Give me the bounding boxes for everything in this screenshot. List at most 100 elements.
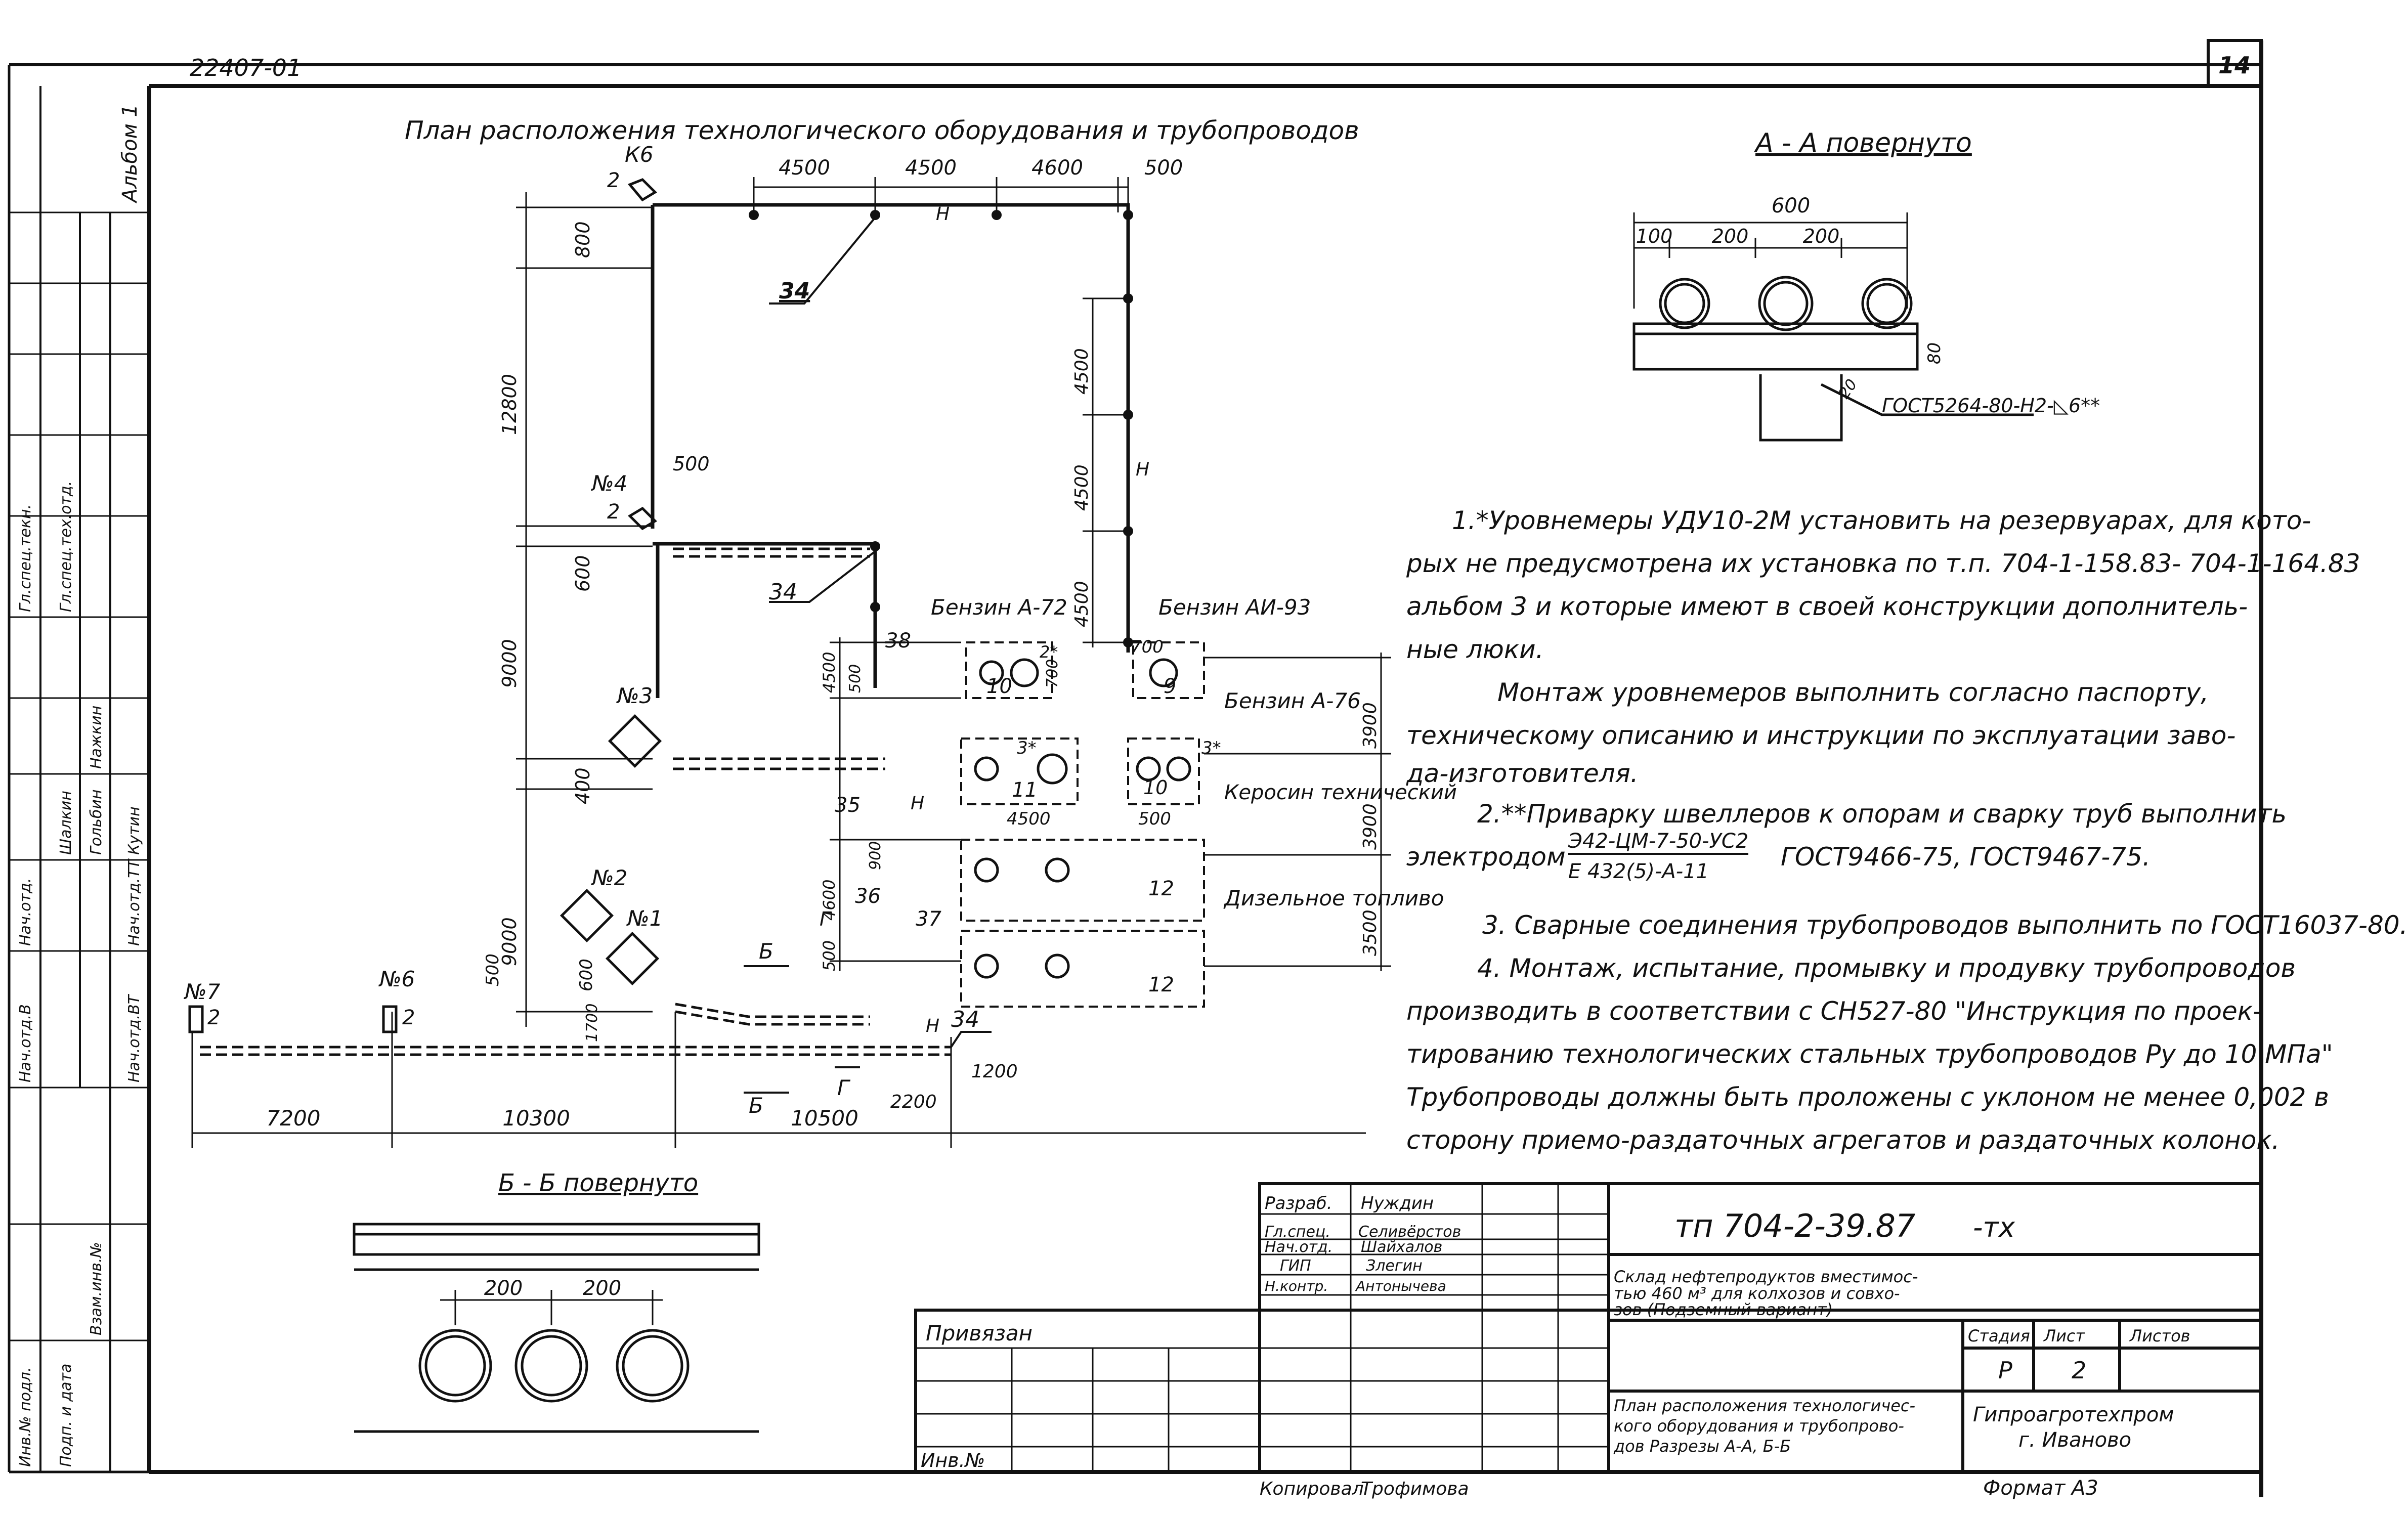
bottom-dimension-chain xyxy=(191,1012,1366,1148)
dim-500-left: 500 xyxy=(846,664,864,693)
note2-gost: ГОСТ9466-75, ГОСТ9467-75. xyxy=(1781,842,2151,872)
section-mark-b2: Б xyxy=(749,1093,763,1118)
dim-3900-2: 3900 xyxy=(1360,803,1381,850)
stamp-cell-9: Шалкин xyxy=(57,791,75,855)
tb-sheet-3: дов Разрезы А-А, Б-Б xyxy=(1613,1437,1791,1456)
pipe-marker-h3: Н xyxy=(911,793,924,814)
section-mark-g2: Г xyxy=(820,908,832,930)
dim-left-6: 9000 xyxy=(498,917,521,966)
note1-line4: ные люки. xyxy=(1406,635,1544,664)
dim-left-2: 12800 xyxy=(498,374,521,435)
tb-name-2: Селивёрстов xyxy=(1358,1223,1461,1241)
stamp-vzam-inv: Взам.инв.№ xyxy=(88,1242,105,1335)
tb-format: Формат А3 xyxy=(1983,1477,2098,1500)
tb-copied-by: Трофимова xyxy=(1361,1479,1469,1499)
stamp-cell-3: Нач.отд.В xyxy=(17,1004,34,1082)
note4-line2: производить в соответствии с СН527-80 "И… xyxy=(1406,996,2262,1026)
well-n6: №6 xyxy=(378,967,415,991)
well-n2: №2 xyxy=(591,865,627,890)
stamp-cell-5: Гл.спец.текн. xyxy=(17,504,34,612)
stamp-cell-8: Гольбин xyxy=(88,789,105,855)
note1-line6: техническому описанию и инструкции по эк… xyxy=(1406,721,2236,750)
tanks xyxy=(960,641,1205,1008)
tb-project-1: Склад нефтепродуктов вместимос- xyxy=(1614,1267,1918,1286)
tb-project-3: зов (Подземный вариант) xyxy=(1614,1300,1833,1319)
tb-list-v: 2 xyxy=(2072,1357,2086,1384)
tank-mark-3star-a: 3* xyxy=(1017,738,1037,758)
tb-privyazan: Привязан xyxy=(926,1321,1033,1346)
tb-stage-h: Стадия xyxy=(1968,1326,2030,1346)
well-n4: №4 xyxy=(591,471,627,496)
tb-stage-v: Р xyxy=(1998,1357,2012,1384)
dim-left-1: 800 xyxy=(572,221,594,258)
tank-num-a76: 11 xyxy=(1012,778,1038,802)
tank-num-kerosin: 10 xyxy=(1143,776,1168,799)
note1-line3: альбом 3 и которые имеют в своей констру… xyxy=(1406,592,2248,621)
note2-electrode: электродом xyxy=(1406,842,1566,872)
well-mark-3: 2 xyxy=(207,1006,220,1029)
dim-bottom-3: 10500 xyxy=(791,1106,858,1131)
note4-line3: тированию технологических стальных трубо… xyxy=(1406,1039,2333,1069)
plan-view: План расположения технологического обору… xyxy=(184,116,1457,1148)
note1-line1: 1.*Уровнемеры УДУ10-2М установить на рез… xyxy=(1452,506,2311,535)
tank-label-ai93: Бензин АИ-93 xyxy=(1158,595,1311,620)
tank-mark-3star-b: 3* xyxy=(1201,738,1221,758)
left-dimension-chain xyxy=(516,192,653,1027)
dim-top-2: 4500 xyxy=(905,156,957,180)
dim-top-3: 4600 xyxy=(1031,156,1083,180)
stamp-cell-6: Гл.спец.тех.отд. xyxy=(57,481,75,612)
side-stamp: Альбом 1 Нач.отд.ВТ Нач.отд.ТТ Нач.отд.В… xyxy=(9,86,149,1472)
aa-dim-100: 100 xyxy=(1636,225,1673,247)
drawing-sheet: 14 22407-01 Альбом 1 Нач.отд.ВТ Нач.отд.… xyxy=(8,39,2263,1500)
dim-4600: 4600 xyxy=(820,880,839,921)
dim-900: 900 xyxy=(867,841,884,870)
dim-bottom-1: 7200 xyxy=(267,1106,321,1131)
note4-line5: сторону приемо-раздаточных агрегатов и р… xyxy=(1406,1125,2280,1155)
dim-2200: 2200 xyxy=(890,1092,937,1112)
aa-dim-200b: 200 xyxy=(1803,225,1840,247)
tb-sheet-1: План расположения технологичес- xyxy=(1614,1396,1915,1415)
tb-name-4: Злегин xyxy=(1366,1257,1423,1275)
tb-inv-no: Инв.№ xyxy=(921,1449,985,1471)
aa-dim-80: 80 xyxy=(1924,342,1945,364)
doc-number: тп 704-2-39.87 xyxy=(1674,1207,1915,1244)
well-mark-4: 2 xyxy=(402,1006,415,1029)
note4-line4: Трубопроводы должны быть проложены с укл… xyxy=(1406,1082,2329,1112)
well-n7: №7 xyxy=(184,979,221,1004)
tb-name-1: Нуждин xyxy=(1361,1193,1434,1213)
dim-1700: 1700 xyxy=(583,1004,601,1042)
note3: 3. Сварные соединения трубопроводов выпо… xyxy=(1482,910,2408,940)
well-mark-2: 2 xyxy=(607,500,620,524)
tb-org-1: Гипроагротехпром xyxy=(1973,1403,2174,1426)
callout-34-mid: 34 xyxy=(769,579,797,605)
tb-name-3: Шайхалов xyxy=(1361,1238,1442,1256)
dim-500-side: 500 xyxy=(483,953,503,986)
stamp-cell-7: Кутин xyxy=(125,806,143,855)
dim-left-3: 600 xyxy=(572,555,594,592)
page-number: 14 xyxy=(2218,52,2251,79)
tb-role-5: Н.контр. xyxy=(1265,1278,1328,1294)
callout-36: 36 xyxy=(855,885,881,908)
tb-copied: Копировал xyxy=(1260,1479,1364,1499)
well-n1: №1 xyxy=(626,906,663,931)
section-aa: А - А повернуто 600 100 200 200 80 20 ГО… xyxy=(1632,128,2100,442)
dim-r4500-2: 4500 xyxy=(1071,464,1092,511)
note1-line2: рых не предусмотрена их установка по т.п… xyxy=(1406,549,2360,578)
dim-500-top: 500 xyxy=(673,453,710,475)
dim-600: 600 xyxy=(576,959,596,991)
tank-hatches xyxy=(974,658,1191,979)
pipe-marker-h2: Н xyxy=(1136,459,1149,480)
dim-4500-left: 4500 xyxy=(820,652,839,693)
tb-name-5: Антонычева xyxy=(1355,1278,1446,1294)
callout-38: 38 xyxy=(885,629,911,653)
dim-3500: 3500 xyxy=(1360,909,1381,956)
tb-role-4: ГИП xyxy=(1280,1257,1311,1275)
doc-suffix: -тх xyxy=(1973,1211,2015,1243)
note1-line5: Монтаж уровнемеров выполнить согласно па… xyxy=(1497,678,2209,707)
tb-org-2: г. Иваново xyxy=(2018,1428,2131,1452)
pipe-marker-h4: Н xyxy=(926,1016,939,1036)
note4-line1: 4. Монтаж, испытание, промывку и продувк… xyxy=(1477,953,2296,983)
bb-dim-200a: 200 xyxy=(484,1277,523,1300)
album-label: Альбом 1 xyxy=(118,104,142,204)
tank-mark-2star: 2* xyxy=(1040,642,1058,662)
